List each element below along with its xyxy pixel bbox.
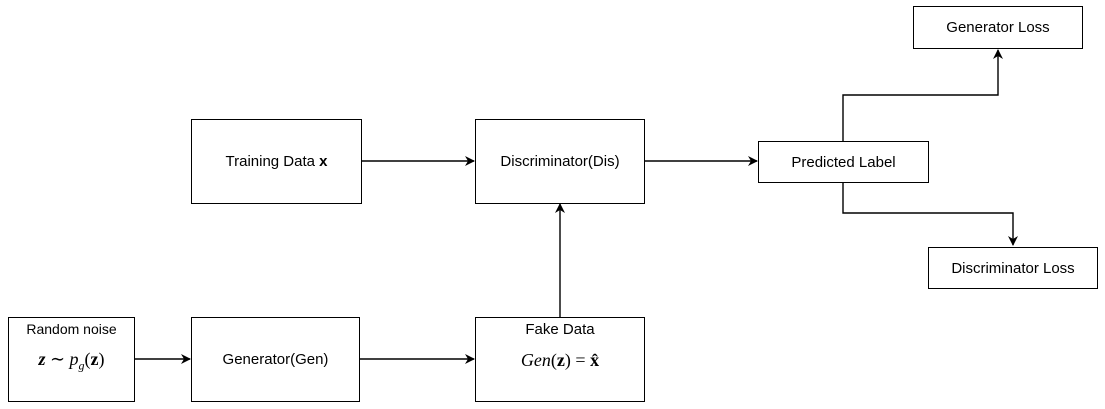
edge-predicted-label-to-generator-loss [842,49,1003,141]
generator-loss-label: Generator Loss [946,19,1050,36]
training-data-node: Training Data x [191,119,362,204]
fake-data-label: Fake Data [525,321,595,338]
random-noise-node: Random noise z ∼ pg(z) [8,317,135,402]
edge-predicted-label-to-discriminator-loss [842,183,1018,246]
noise-formula-close: ) [98,349,105,369]
fake-formula-zb: z [556,350,565,370]
predicted-label-label: Predicted Label [791,153,896,171]
noise-formula-zb: z [90,349,99,369]
training-data-variable: x [319,153,328,170]
noise-formula-p: p [69,349,79,369]
discriminator-loss-node: Discriminator Loss [928,247,1098,289]
fake-formula-eq: = [570,350,591,370]
noise-formula: z ∼ pg(z) [38,349,104,374]
training-data-label: Training Data [225,153,320,170]
discriminator-label: Discriminator(Dis) [500,153,620,170]
generator-label: Generator(Gen) [222,351,329,368]
generator-loss-node: Generator Loss [913,6,1083,49]
fake-formula-close: ) [564,350,571,370]
fake-formula-open: ( [550,350,557,370]
noise-formula-subscript: g [78,358,85,373]
generator-node: Generator(Gen) [191,317,360,402]
discriminator-loss-label: Discriminator Loss [951,259,1075,277]
fake-formula-xhat: x̂ [590,350,600,370]
noise-formula-open: ( [84,349,91,369]
noise-formula-z: z [38,349,46,369]
predicted-label-node: Predicted Label [758,141,929,183]
discriminator-node: Discriminator(Dis) [475,119,645,204]
random-noise-label: Random noise [26,321,117,337]
fake-formula-gen: Gen [520,350,551,370]
noise-formula-sim: ∼ [49,349,66,369]
fake-data-node: Fake Data Gen(z) = x̂ [475,317,645,402]
fake-data-formula: Gen(z) = x̂ [521,350,599,371]
